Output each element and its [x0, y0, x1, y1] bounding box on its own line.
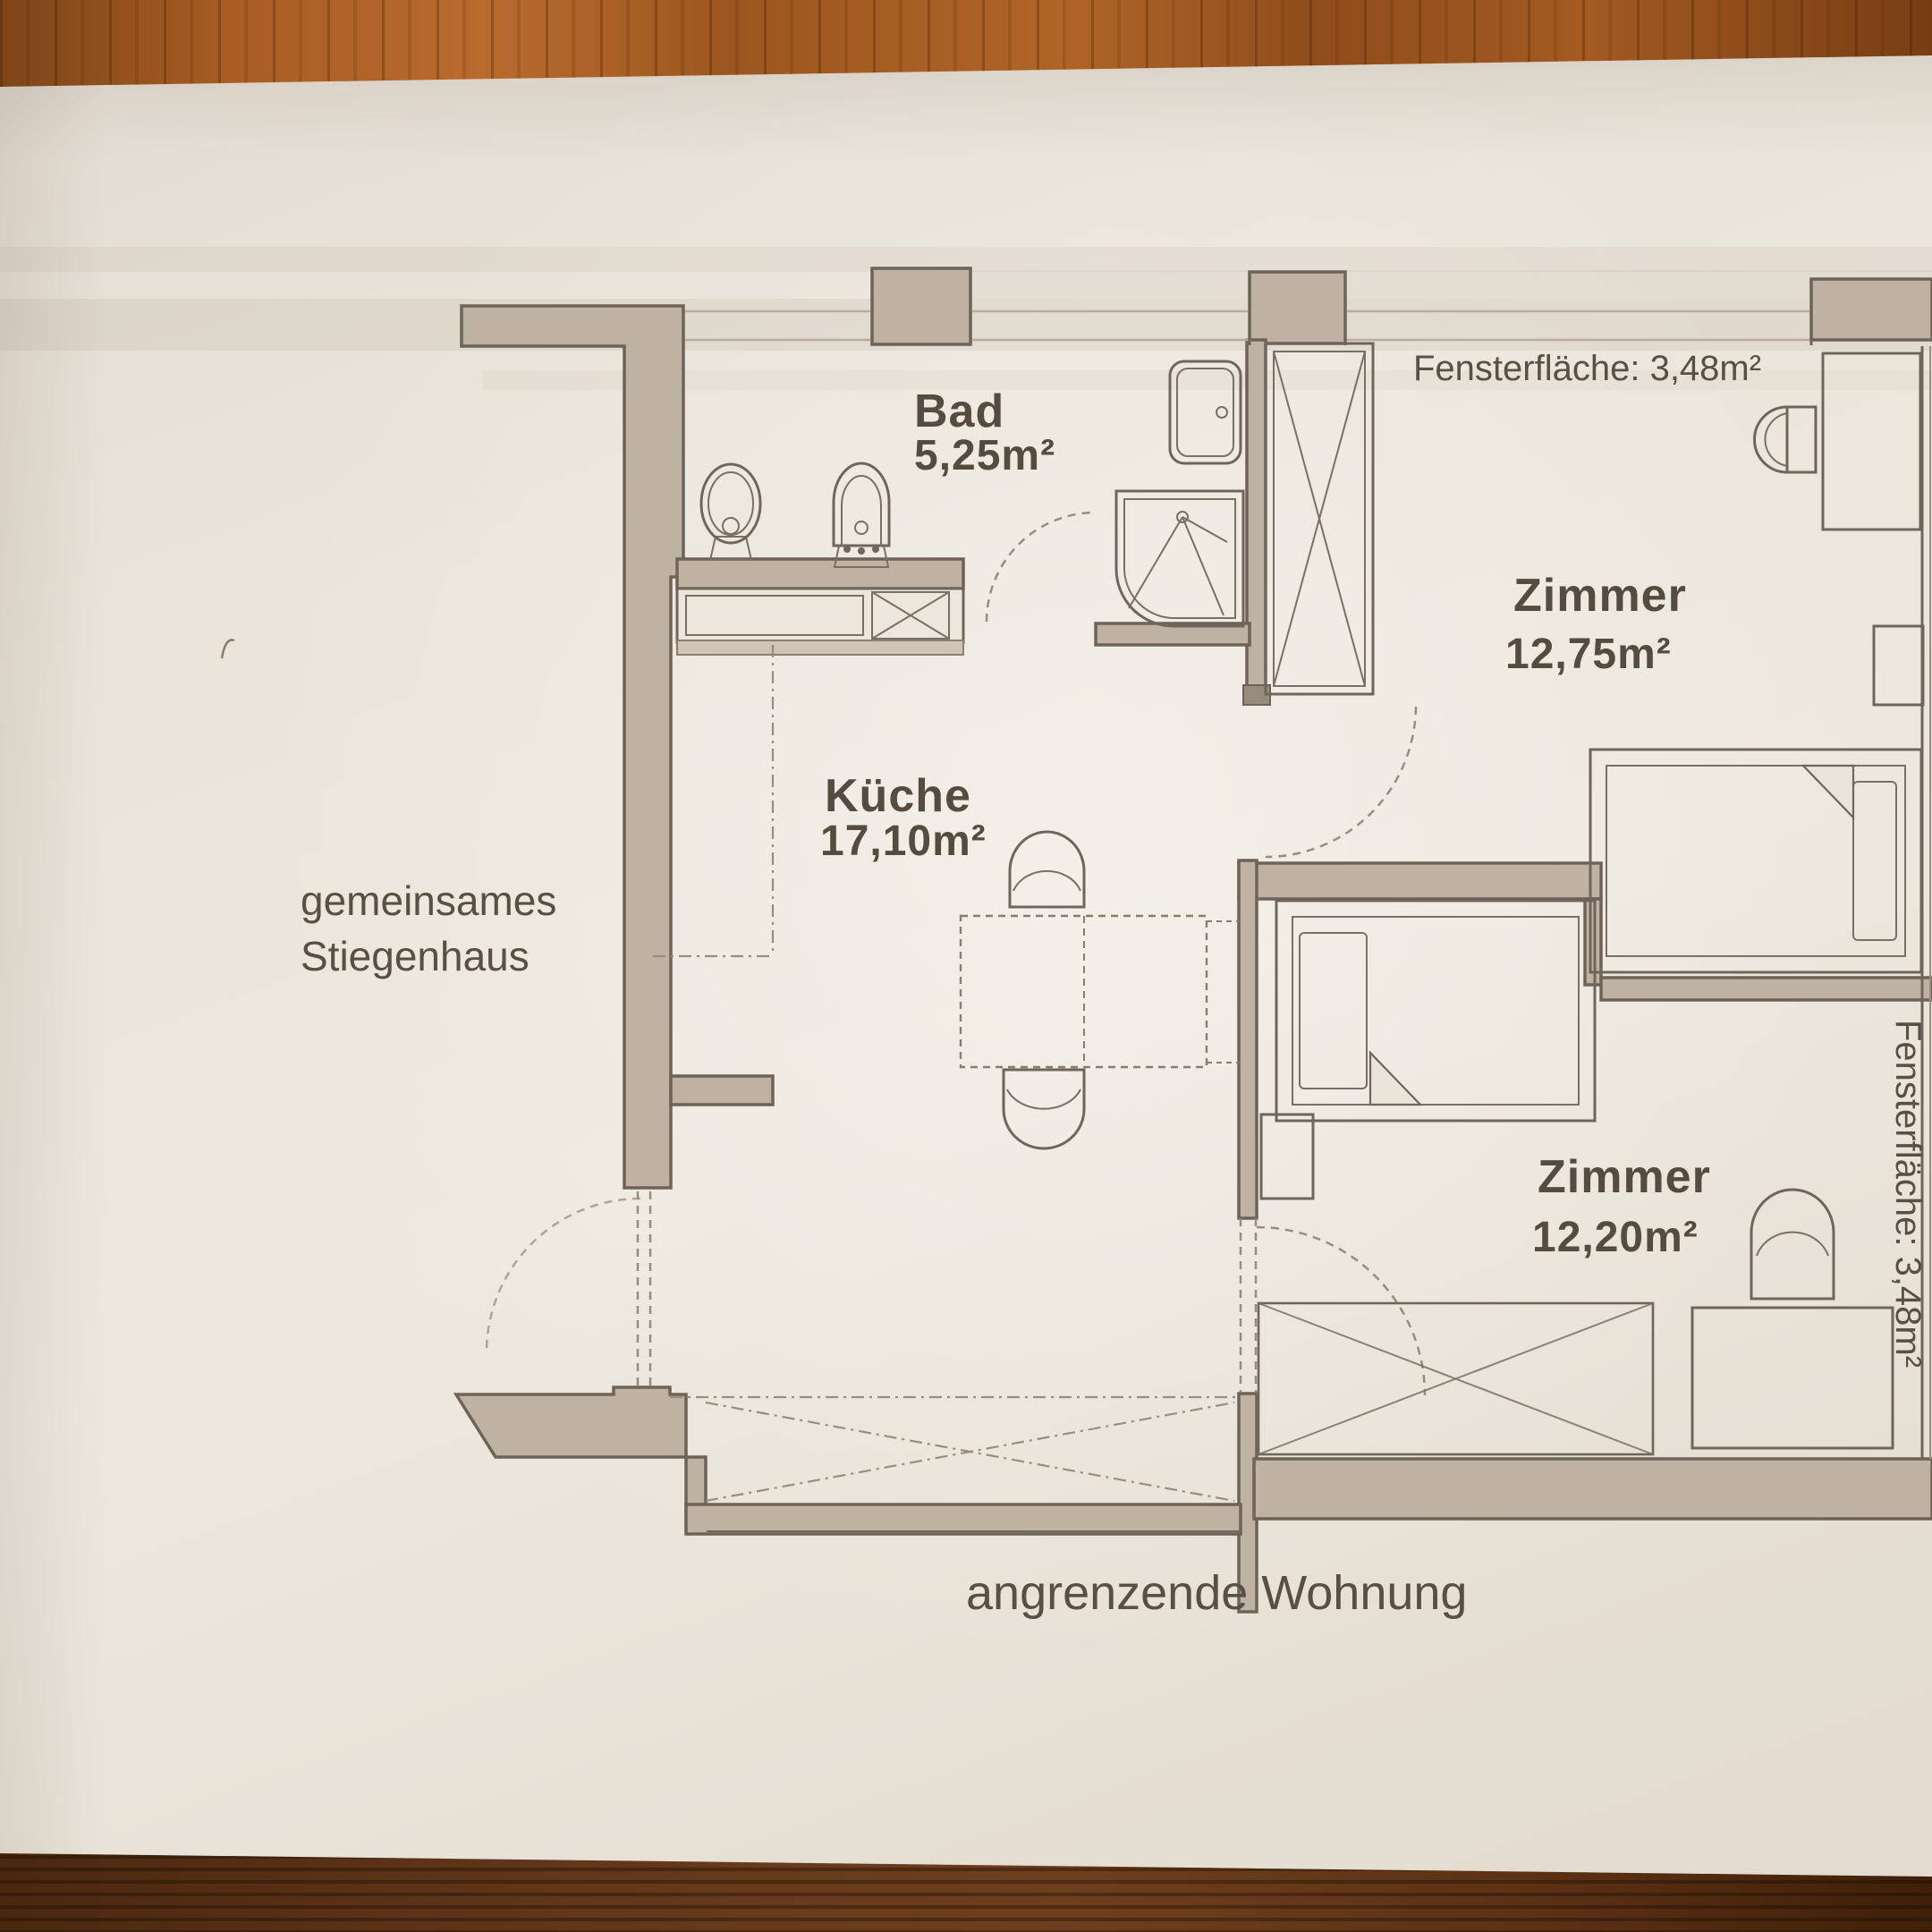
door-swing-bad [985, 511, 1097, 623]
wardrobe-icon [1264, 342, 1375, 696]
wall-bottom-entry [453, 1385, 1932, 1536]
room-label-zimmer-unten: Zimmer [1538, 1151, 1711, 1203]
room-area-zimmer-unten: 12,20m² [1532, 1214, 1699, 1261]
wall-pillar-top-middle [870, 267, 972, 346]
door-swing-zimmer-unten [1256, 1225, 1427, 1396]
window-area-right-label: Fensterfläche: 3,48m² [1888, 1020, 1928, 1368]
door-swing-zimmer-oben [1265, 706, 1418, 859]
chair-icon [1750, 1188, 1835, 1301]
washing-machine-icon [871, 591, 950, 640]
chair-icon [1753, 405, 1818, 474]
dining-table-icon [959, 914, 1239, 1069]
wall-pillar-top-right [1248, 270, 1347, 345]
wall-kueche-zimmer-divider [1237, 859, 1932, 1614]
desk-icon [1821, 352, 1922, 531]
kitchen-guide-lines [653, 645, 775, 958]
bidet-icon [832, 462, 891, 568]
wall-stairwell-left [460, 304, 775, 1190]
room-area-bad: 5,25m² [914, 432, 1056, 479]
shower-icon [1114, 489, 1245, 628]
adjacent-apartment-label: angrenzende Wohnung [966, 1566, 1468, 1620]
entry-cross-area [670, 1395, 1239, 1503]
chair-icon [1002, 1068, 1086, 1150]
desk-icon [1690, 1306, 1894, 1450]
room-label-zimmer-oben: Zimmer [1513, 570, 1687, 622]
paper-shadow [0, 80, 107, 1860]
room-area-kueche: 17,10m² [820, 818, 987, 865]
wall-bath-vanity [675, 557, 965, 656]
room-label-kueche: Küche [825, 770, 971, 822]
door-opening-zimmer-unten [1239, 1218, 1258, 1392]
bed-icon [1275, 899, 1597, 1123]
sink-icon [1168, 360, 1242, 465]
window-top [682, 306, 1813, 345]
nightstand-icon [1872, 624, 1925, 707]
wall-top-right-corner [1809, 277, 1932, 342]
stairwell-label-line2: Stiegenhaus [301, 933, 530, 979]
bed-icon [1589, 748, 1923, 974]
nightstand-icon [1259, 1113, 1315, 1200]
wardrobe-icon [1257, 1301, 1655, 1456]
window-area-top-label: Fensterfläche: 3,48m² [1413, 349, 1762, 388]
room-label-bad: Bad [914, 386, 1005, 437]
toilet-icon [699, 462, 762, 561]
stairwell-label-line1: gemeinsames [301, 877, 557, 924]
room-area-zimmer-oben: 12,75m² [1505, 631, 1672, 678]
door-entry [485, 1191, 652, 1385]
chair-icon [1008, 830, 1086, 909]
paper-mark [220, 639, 235, 659]
